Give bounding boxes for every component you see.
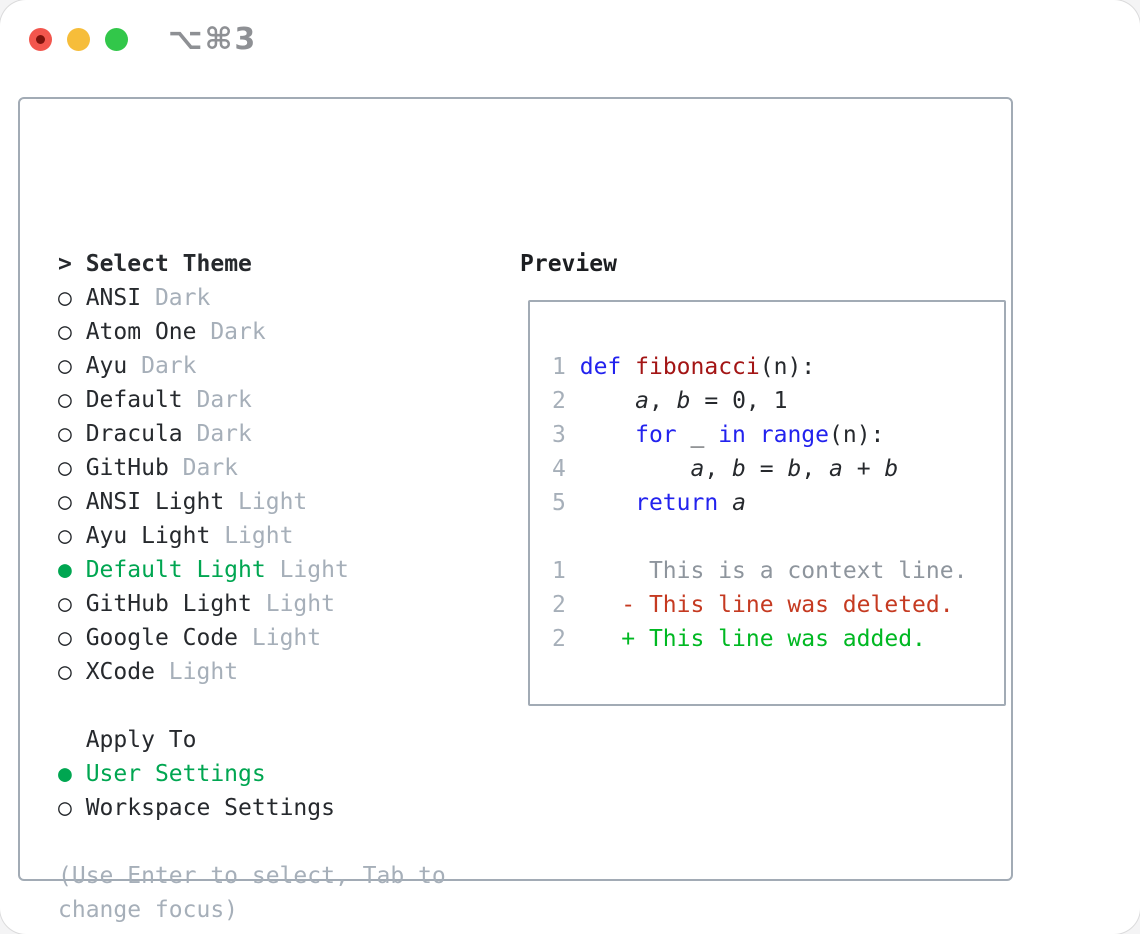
option-variant-label: Light xyxy=(210,523,294,549)
radio-unselected-icon: ○ xyxy=(58,353,72,379)
option-label: Default Light xyxy=(71,557,266,583)
window-titlebar: ⌥⌘3 xyxy=(0,0,1140,78)
code-line: 2 a, b = 0, 1 xyxy=(552,388,788,414)
code-line: 1 This is a context line. xyxy=(552,558,968,584)
spacer xyxy=(58,689,446,723)
preview-pane: 1 def fibonacci(n): 2 a, b = 0, 1 3 for _ … xyxy=(528,300,1006,706)
option-variant-label: Dark xyxy=(196,319,266,345)
radio-selected-icon: ● xyxy=(58,557,72,583)
option-label: Google Code xyxy=(71,625,239,651)
main-panel: > Select Theme ○ ANSI Dark○ Atom One Dar… xyxy=(18,97,1013,923)
radio-unselected-icon: ○ xyxy=(58,489,72,515)
theme-option-google-code[interactable]: ○ Google Code Light xyxy=(58,621,446,655)
radio-unselected-icon: ○ xyxy=(58,387,72,413)
theme-option-dracula[interactable]: ○ Dracula Dark xyxy=(58,417,446,451)
code-line: 1 def fibonacci(n): xyxy=(552,354,816,380)
apply-to-header: Apply To xyxy=(58,723,446,757)
maximize-button-icon[interactable] xyxy=(105,28,128,51)
radio-unselected-icon: ○ xyxy=(58,659,72,685)
theme-option-atom-one[interactable]: ○ Atom One Dark xyxy=(58,315,446,349)
option-variant-label: Light xyxy=(224,489,308,515)
option-label: GitHub Light xyxy=(71,591,252,617)
option-variant-label: Light xyxy=(154,659,239,685)
option-label: ANSI xyxy=(71,285,142,311)
option-label: ANSI Light xyxy=(71,489,225,515)
radio-unselected-icon: ○ xyxy=(58,285,72,311)
option-label: Ayu Light xyxy=(71,523,211,549)
theme-option-ayu-light[interactable]: ○ Ayu Light Light xyxy=(58,519,446,553)
code-line: 4 a, b = b, a + b xyxy=(552,456,899,482)
apply-option-workspace-settings[interactable]: ○ Workspace Settings xyxy=(58,791,446,825)
theme-option-xcode[interactable]: ○ XCode Light xyxy=(58,655,446,689)
option-label: XCode xyxy=(71,659,155,685)
code-preview: 1 def fibonacci(n): 2 a, b = 0, 1 3 for _ … xyxy=(552,350,967,656)
radio-unselected-icon: ○ xyxy=(58,319,72,345)
apply-to-list: ● User Settings○ Workspace Settings xyxy=(58,757,446,825)
spacer xyxy=(58,825,446,859)
code-line: 2 - This line was deleted. xyxy=(552,592,954,618)
option-label: GitHub xyxy=(71,455,169,481)
option-label: Atom One xyxy=(71,319,197,345)
option-variant-label: Dark xyxy=(141,285,211,311)
radio-selected-icon: ● xyxy=(58,761,72,787)
radio-unselected-icon: ○ xyxy=(58,523,72,549)
code-line-blank xyxy=(552,520,967,554)
theme-option-default-light[interactable]: ● Default Light Light xyxy=(58,553,446,587)
option-variant-label: Dark xyxy=(127,353,197,379)
help-text-line2: change focus) xyxy=(58,897,239,923)
option-label: Default xyxy=(71,387,183,413)
option-variant-label: Light xyxy=(265,557,349,583)
option-variant-label: Light xyxy=(251,591,335,617)
radio-unselected-icon: ○ xyxy=(58,795,72,821)
option-label: Dracula xyxy=(71,421,183,447)
apply-to-header-label: Apply To xyxy=(85,727,197,753)
close-button-icon[interactable] xyxy=(29,28,52,51)
code-line: 5 return a xyxy=(552,490,746,516)
theme-selector-column: > Select Theme ○ ANSI Dark○ Atom One Dar… xyxy=(58,247,446,927)
select-theme-header: > Select Theme xyxy=(58,247,446,281)
code-line: 2 + This line was added. xyxy=(552,626,926,652)
minimize-button-icon[interactable] xyxy=(67,28,90,51)
apply-option-user-settings[interactable]: ● User Settings xyxy=(58,757,446,791)
option-label: Ayu xyxy=(71,353,128,379)
select-theme-header-label: Select Theme xyxy=(85,251,252,277)
theme-option-github[interactable]: ○ GitHub Dark xyxy=(58,451,446,485)
help-text-line1: (Use Enter to select, Tab to xyxy=(58,863,446,889)
window-title: ⌥⌘3 xyxy=(168,22,258,57)
radio-unselected-icon: ○ xyxy=(58,625,72,651)
option-variant-label: Dark xyxy=(168,455,239,481)
focus-prompt-icon: > xyxy=(58,251,72,277)
option-label: User Settings xyxy=(71,761,266,787)
radio-unselected-icon: ○ xyxy=(58,421,72,447)
theme-option-ayu[interactable]: ○ Ayu Dark xyxy=(58,349,446,383)
option-variant-label: Light xyxy=(238,625,322,651)
theme-option-ansi-light[interactable]: ○ ANSI Light Light xyxy=(58,485,446,519)
code-line: 3 for _ in range(n): xyxy=(552,422,885,448)
theme-option-github-light[interactable]: ○ GitHub Light Light xyxy=(58,587,446,621)
theme-option-default[interactable]: ○ Default Dark xyxy=(58,383,446,417)
theme-list: ○ ANSI Dark○ Atom One Dark○ Ayu Dark○ De… xyxy=(58,281,446,689)
option-label: Workspace Settings xyxy=(71,795,335,821)
radio-unselected-icon: ○ xyxy=(58,591,72,617)
option-variant-label: Dark xyxy=(182,421,252,447)
theme-option-ansi[interactable]: ○ ANSI Dark xyxy=(58,281,446,315)
preview-header: Preview xyxy=(520,251,617,277)
option-variant-label: Dark xyxy=(182,387,252,413)
radio-unselected-icon: ○ xyxy=(58,455,72,481)
